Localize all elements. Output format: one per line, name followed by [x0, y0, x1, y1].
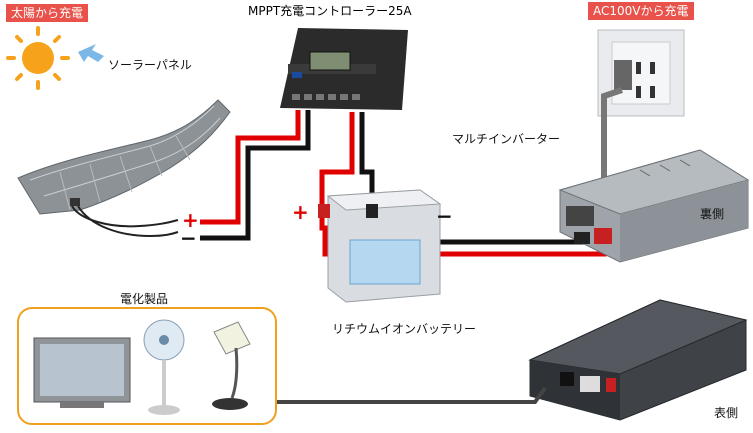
lamp-image — [212, 321, 251, 410]
fan-image — [143, 319, 185, 415]
solar-charge-badge: 太陽から充電 — [6, 4, 89, 22]
controller-label: MPPT充電コントローラー25A — [248, 4, 412, 18]
inverter-back-image — [558, 149, 750, 263]
battery-label: リチウムイオンバッテリー — [332, 322, 477, 336]
arrow-icon — [78, 44, 104, 62]
solar-panel-label: ソーラーパネル — [108, 58, 192, 72]
lithium-battery-image — [318, 189, 442, 303]
tv-image — [33, 337, 131, 408]
wall-outlet-image — [597, 29, 685, 208]
panel-negative-sign: − — [180, 226, 197, 250]
back-side-label: 裏側 — [700, 207, 725, 221]
inverter-label: マルチインバーター — [452, 132, 561, 146]
front-side-label: 表側 — [714, 406, 739, 420]
charge-controller-image — [280, 28, 408, 110]
solar-panel-image — [17, 99, 231, 238]
panel-positive-sign: + — [182, 208, 199, 232]
appliances-label: 電化製品 — [120, 292, 169, 306]
ac-charge-badge: AC100Vから充電 — [588, 2, 694, 20]
battery-negative-sign: − — [436, 204, 453, 228]
inverter-front-image — [528, 299, 748, 421]
sun-icon — [6, 26, 70, 90]
battery-positive-sign: + — [292, 200, 309, 224]
